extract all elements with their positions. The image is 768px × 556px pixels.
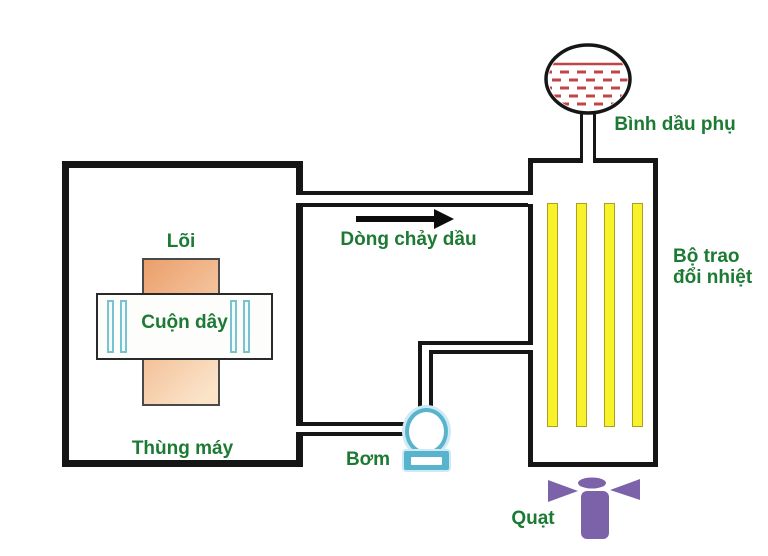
cooling-duct — [243, 300, 250, 353]
oil-flow-arrow-head — [434, 209, 454, 229]
tank-wall-pipe-opening-lower — [294, 426, 305, 432]
top-pipe-upper-wall — [296, 191, 532, 195]
pump-label: Bơm — [345, 449, 391, 470]
top-pipe-lower-wall — [296, 203, 532, 207]
cooling-duct — [230, 300, 237, 353]
conservator-tank — [544, 43, 632, 115]
pump-base-slot — [411, 457, 442, 465]
tank-wall-pipe-opening — [294, 195, 305, 203]
riser-pipe-right-wall — [429, 350, 433, 412]
core-label: Lõi — [166, 231, 196, 252]
fan-motor-body — [581, 491, 609, 539]
fan-blade-left — [548, 480, 578, 502]
bottom-pipe-upper-wall — [296, 422, 408, 426]
conservator-pipe-right-wall — [593, 108, 596, 160]
radiator-fin — [604, 203, 615, 427]
conservator-pipe-left-wall — [580, 108, 583, 160]
hx-wall-opening-riser-pipe — [528, 345, 535, 350]
hx-top-opening-conservator — [583, 157, 593, 164]
riser-pipe-top-wall — [418, 341, 532, 345]
radiator-fin — [576, 203, 587, 427]
pump-body — [405, 408, 448, 455]
fan-icon — [548, 477, 640, 539]
oil-flow-arrow-shaft — [356, 216, 436, 222]
hx-wall-opening-top-pipe — [528, 195, 535, 204]
fan-hub — [578, 477, 606, 489]
tank-label: Thùng máy — [131, 438, 234, 459]
riser-pipe-bottom-wall — [429, 350, 532, 354]
radiator-fin — [547, 203, 558, 427]
fan-blade-right — [610, 479, 640, 500]
fan-label: Quạt — [511, 508, 555, 529]
heat-exchanger-label: Bộ trao đổi nhiệt — [673, 246, 753, 288]
winding-label: Cuộn dây — [141, 312, 228, 333]
radiator-fin — [632, 203, 643, 427]
oil-flow-label: Dòng chảy dầu — [340, 229, 477, 250]
riser-pipe-left-wall — [418, 341, 422, 411]
cooling-duct — [107, 300, 114, 353]
conservator-label: Bình dầu phụ — [614, 114, 736, 135]
cooling-duct — [120, 300, 127, 353]
bottom-pipe-lower-wall — [296, 432, 408, 436]
